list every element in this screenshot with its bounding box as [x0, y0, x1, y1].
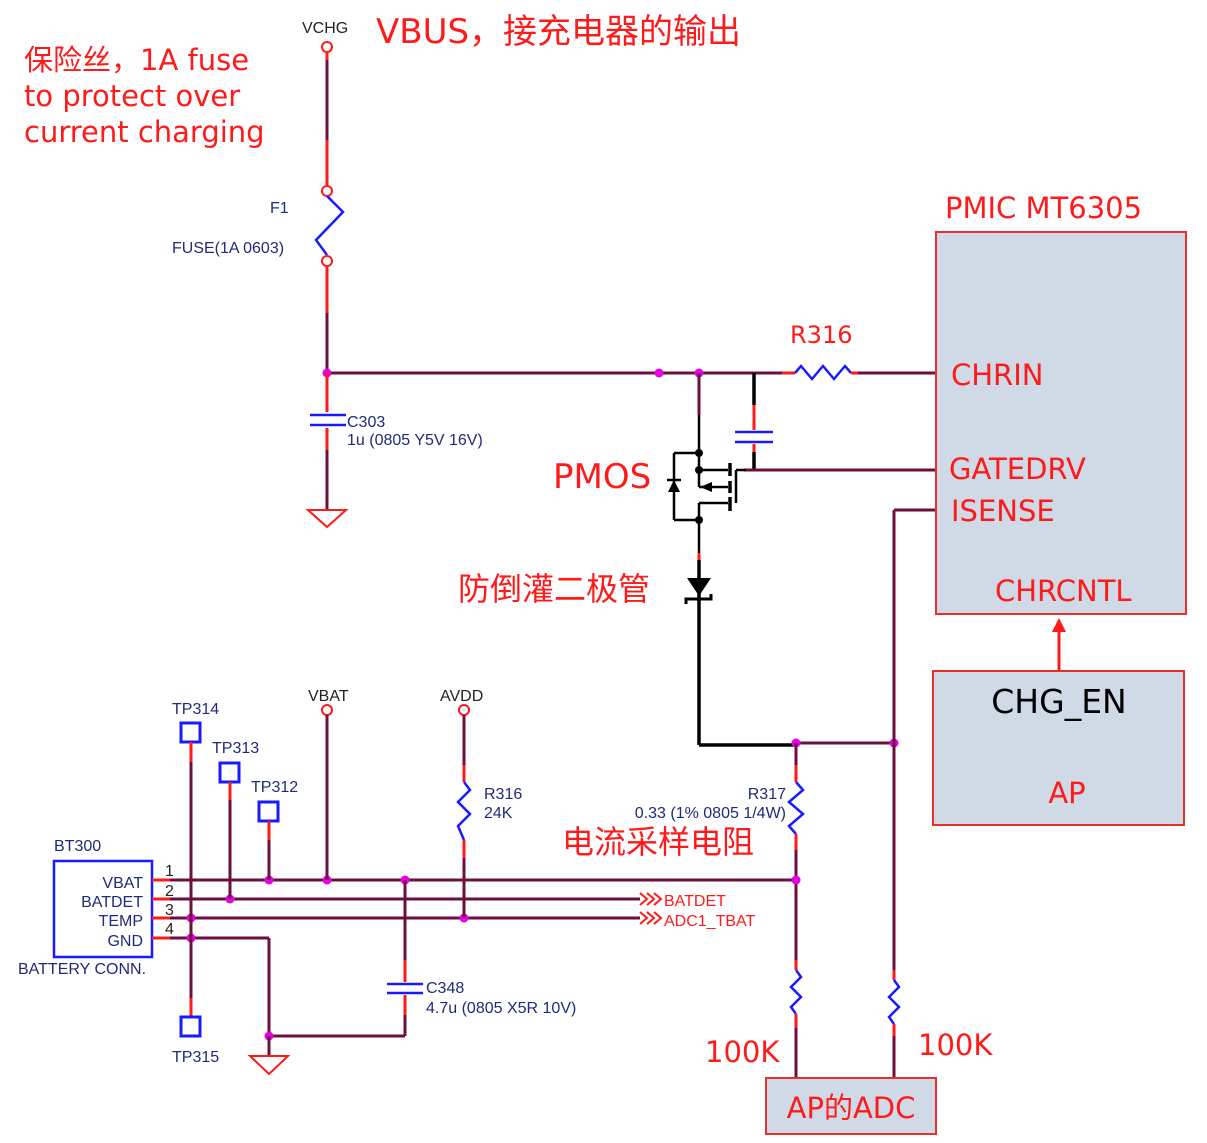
battery-pin-temp: TEMP	[99, 913, 143, 930]
c303-ref: C303	[347, 414, 385, 431]
r316-top-label: R316	[790, 321, 852, 349]
fuse-pin-icon	[321, 185, 333, 197]
pin-number: 1	[165, 863, 174, 880]
r316-ref: R316	[484, 786, 522, 803]
tp312-icon	[257, 800, 280, 823]
r316-resistor-icon	[794, 364, 852, 381]
r317-ref: R317	[748, 786, 786, 803]
pmic-pin-gatedrv: GATEDRV	[949, 452, 1086, 486]
fuse-pin-icon	[321, 255, 333, 267]
offpage-connector-icon	[639, 911, 663, 925]
pmic-pin-chrcntl: CHRCNTL	[995, 574, 1132, 608]
blocking-diode-icon	[684, 560, 713, 617]
vbus-note: VBUS，接充电器的输出	[376, 12, 741, 52]
right-100k-label: 100K	[918, 1028, 993, 1062]
tp314-label: TP314	[172, 701, 219, 718]
battery-connector-body	[52, 859, 154, 959]
adc-resistor-left-icon	[789, 969, 803, 1015]
ground-icon	[247, 1055, 291, 1076]
adc-block	[765, 1077, 937, 1135]
junction	[791, 875, 801, 885]
pin-number: 4	[165, 921, 174, 938]
vbat-port-icon	[321, 704, 333, 716]
vchg-net-label: VCHG	[302, 20, 348, 37]
r316-value: 24K	[484, 805, 513, 822]
ap-chg-en-signal: CHG_EN	[991, 682, 1126, 721]
c348-ref: C348	[426, 980, 464, 997]
fuse-ref: F1	[270, 200, 289, 217]
adc-label: AP的ADC	[787, 1091, 916, 1125]
arrow-up-icon	[1052, 618, 1066, 632]
pmic-title: PMIC MT6305	[945, 191, 1142, 225]
fuse-note-line3: current charging	[24, 115, 265, 149]
fuse-icon	[314, 195, 345, 256]
adc-resistor-right-icon	[887, 979, 901, 1025]
pmic-pin-chrin: CHRIN	[951, 358, 1043, 392]
battery-ref: BT300	[54, 838, 101, 855]
fuse-note-line2: to protect over	[24, 79, 240, 113]
offpage-connector-icon	[639, 892, 663, 906]
ap-label: AP	[1048, 776, 1085, 810]
sense-resistor-note: 电流采样电阻	[562, 823, 754, 861]
adc1-tbat-net-label: ADC1_TBAT	[664, 913, 756, 930]
c303-value: 1u (0805 Y5V 16V)	[347, 432, 483, 449]
pmos-note: PMOS	[553, 457, 651, 497]
battery-pin-batdet: BATDET	[81, 894, 143, 911]
pmos-transistor-icon	[667, 415, 746, 524]
tp315-label: TP315	[172, 1049, 219, 1066]
battery-pin-gnd: GND	[107, 933, 143, 950]
r317-value: 0.33 (1% 0805 1/4W)	[635, 805, 786, 822]
tp313-label: TP313	[212, 740, 259, 757]
ground-icon	[305, 509, 349, 529]
avdd-net-label: AVDD	[440, 688, 483, 705]
fuse-note-line1: 保险丝，1A fuse	[24, 43, 249, 77]
pmic-pin-isense: ISENSE	[951, 494, 1055, 528]
tp314-icon	[179, 721, 202, 744]
vchg-port-icon	[321, 41, 333, 53]
ap-block	[932, 670, 1185, 826]
battery-pin-vbat: VBAT	[102, 875, 143, 892]
r316-24k-resistor-icon	[456, 781, 472, 841]
pin-number: 3	[165, 902, 174, 919]
junction	[654, 368, 664, 378]
vbat-net-label: VBAT	[308, 688, 349, 705]
pmic-block	[935, 231, 1187, 615]
c348-value: 4.7u (0805 X5R 10V)	[426, 1000, 576, 1017]
tp315-icon	[179, 1015, 202, 1038]
tp312-label: TP312	[251, 779, 298, 796]
diode-note: 防倒灌二极管	[458, 570, 650, 608]
fuse-value: FUSE(1A 0603)	[172, 240, 284, 257]
left-100k-label: 100K	[705, 1035, 780, 1069]
tp313-icon	[218, 761, 241, 784]
avdd-port-icon	[458, 704, 470, 716]
pin-number: 2	[165, 883, 174, 900]
batdet-net-label: BATDET	[664, 893, 726, 910]
battery-name: BATTERY CONN.	[18, 961, 146, 978]
r317-resistor-icon	[787, 781, 805, 835]
